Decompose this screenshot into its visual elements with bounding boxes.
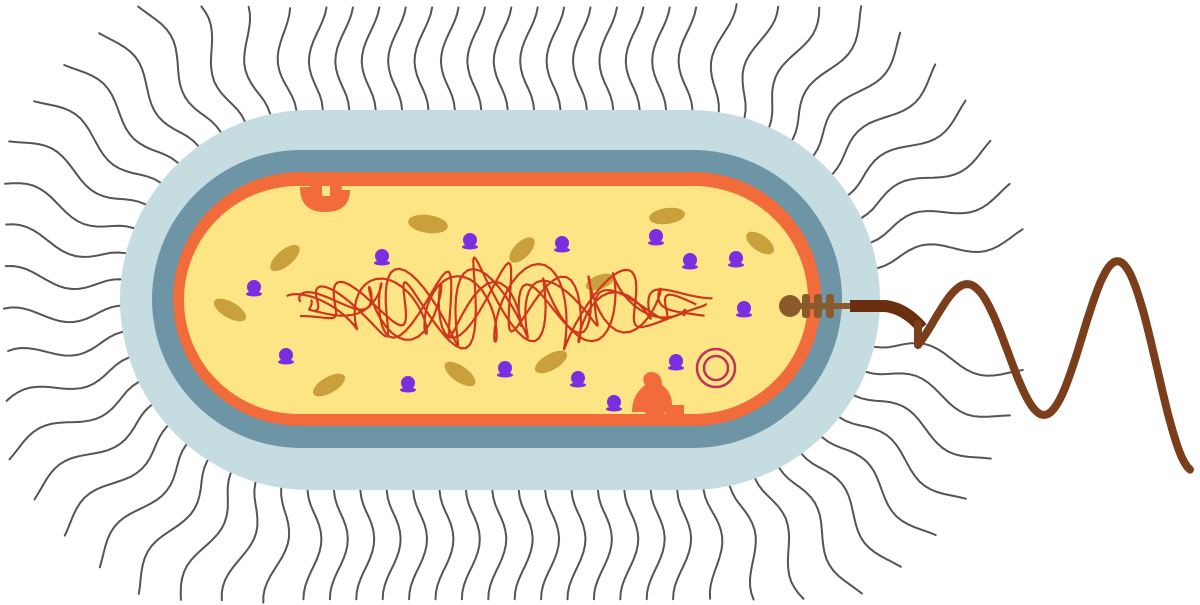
membrane-proteins (300, 176, 684, 425)
ribosome-large-subunit (401, 376, 415, 390)
ribosome (682, 253, 698, 270)
dna-strand (298, 261, 713, 344)
ribosome-large-subunit (555, 236, 569, 250)
ribosome (728, 251, 744, 268)
dna-strand (308, 270, 705, 339)
nucleoid (286, 256, 713, 351)
flagellum (779, 257, 1194, 474)
ribosome-large-subunit (375, 249, 389, 263)
ribosome-large-subunit (607, 395, 621, 409)
ribosome (374, 249, 390, 266)
storage-granule (270, 244, 300, 272)
ribosome-small-subunit (400, 387, 416, 393)
ribosome-large-subunit (463, 233, 477, 247)
dna-strand (299, 256, 687, 350)
ribosomes (246, 229, 752, 412)
ribosome-small-subunit (682, 264, 698, 270)
ribosome (462, 233, 478, 250)
ribosome-large-subunit (729, 251, 743, 265)
storage-granule (213, 298, 247, 322)
basal-body-ring (802, 294, 810, 318)
ribosome-small-subunit (374, 260, 390, 266)
ribosome-large-subunit (571, 371, 585, 385)
dna-strand (286, 262, 708, 351)
ribosome (497, 361, 513, 378)
ribosome-small-subunit (648, 240, 664, 246)
flagellum-filament (914, 257, 1194, 474)
ribosome-large-subunit (279, 348, 293, 362)
ribosome-large-subunit (737, 301, 751, 315)
ribosome (554, 236, 570, 253)
ribosome-small-subunit (554, 247, 570, 253)
ribosome (648, 229, 664, 246)
storage-granule (408, 214, 448, 234)
storage-granule (444, 361, 476, 387)
storage-granule (509, 237, 535, 263)
ribosome-small-subunit (736, 312, 752, 318)
ribosome-large-subunit (683, 253, 697, 267)
plasmid-inner-ring (702, 354, 730, 382)
ribosome (278, 348, 294, 365)
ribosome-small-subunit (606, 406, 622, 412)
storage-granule (585, 273, 615, 291)
ribosome (668, 354, 684, 371)
ribosome-small-subunit (246, 291, 262, 297)
ribosome-small-subunit (462, 244, 478, 250)
ribosome (400, 376, 416, 393)
storage-granule (649, 207, 685, 225)
plasmid (695, 347, 737, 389)
ribosome-small-subunit (728, 262, 744, 268)
membrane-protein (300, 176, 350, 212)
ribosome (736, 301, 752, 318)
storage-granule (534, 350, 568, 374)
ribosome-small-subunit (668, 365, 684, 371)
ribosome-large-subunit (669, 354, 683, 368)
membrane-protein (632, 372, 684, 425)
storage-granules (213, 207, 774, 397)
ribosome (570, 371, 586, 388)
ribosome-large-subunit (498, 361, 512, 375)
ribosome-small-subunit (278, 359, 294, 365)
ribosome-small-subunit (570, 382, 586, 388)
storage-granule (746, 231, 774, 255)
ribosome-large-subunit (649, 229, 663, 243)
plasmid-outer-ring (695, 347, 737, 389)
ribosome (606, 395, 622, 412)
ribosome-small-subunit (497, 372, 513, 378)
ribosome-large-subunit (247, 280, 261, 294)
ribosome (246, 280, 262, 297)
basal-body-ring (826, 294, 834, 318)
basal-body-ring (814, 294, 822, 318)
storage-granule (312, 373, 346, 397)
